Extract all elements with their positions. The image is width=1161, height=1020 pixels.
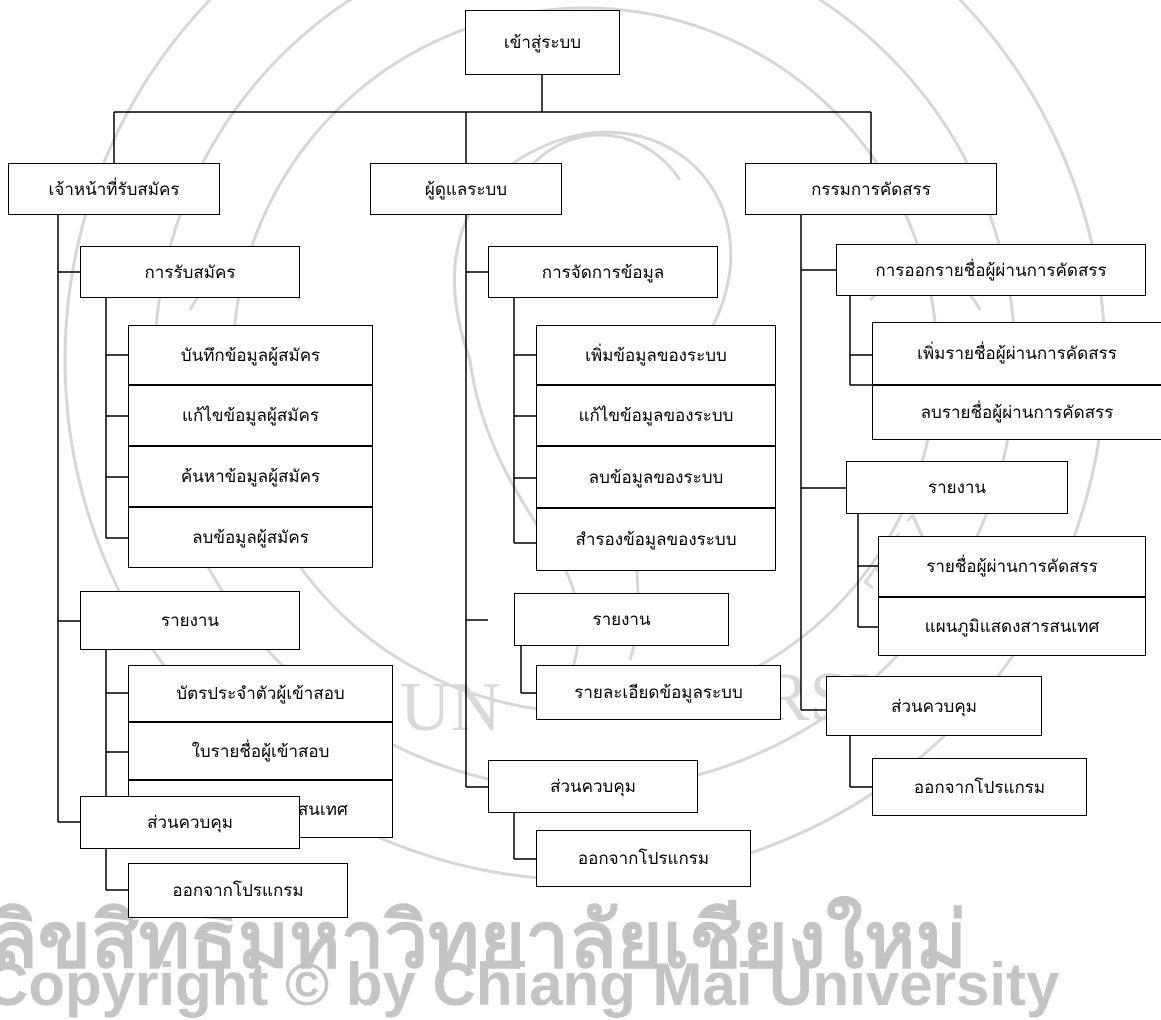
item-node-exit-program: ออกจากโปรแกรม xyxy=(536,830,751,887)
group-node-report: รายงาน xyxy=(80,591,300,650)
root-node-login: เข้าสู่ระบบ xyxy=(465,10,620,75)
group-node-control: ส่วนควบคุม xyxy=(80,796,300,849)
branch-node-selection-committee: กรรมการคัดสรร xyxy=(745,163,997,215)
item-node-add-passed-name: เพิ่มรายชื่อผู้ผ่านการคัดสรร xyxy=(872,322,1161,385)
item-node-delete-applicant: ลบข้อมูลผู้สมัคร xyxy=(128,507,373,568)
group-node-registration: การรับสมัคร xyxy=(80,246,300,298)
item-node-exit-program: ออกจากโปรแกรม xyxy=(128,863,348,918)
group-node-control: ส่วนควบคุม xyxy=(826,676,1042,736)
item-node-exam-name-list: ใบรายชื่อผู้เข้าสอบ xyxy=(128,722,393,780)
watermark-copyright-text: Copyright © by Chiang Mai University xyxy=(0,951,1060,1018)
branch-node-administrator: ผู้ดูแลระบบ xyxy=(370,163,562,215)
group-node-report: รายงาน xyxy=(514,593,729,646)
item-node-add-system-data: เพิ่มข้อมูลของระบบ xyxy=(536,325,776,385)
item-node-backup-system-data: สำรองข้อมูลของระบบ xyxy=(536,508,776,571)
group-node-issue-passed-list: การออกรายชื่อผู้ผ่านการคัดสรร xyxy=(836,244,1146,296)
item-node-delete-system-data: ลบข้อมูลของระบบ xyxy=(536,446,776,508)
item-node-exit-program: ออกจากโปรแกรม xyxy=(872,758,1087,816)
group-node-data-management: การจัดการข้อมูล xyxy=(488,246,718,298)
branch-node-registrar: เจ้าหน้าที่รับสมัคร xyxy=(8,163,220,215)
item-node-edit-system-data: แก้ไขข้อมูลของระบบ xyxy=(536,385,776,446)
item-node-exam-id-card: บัตรประจำตัวผู้เข้าสอบ xyxy=(128,665,393,722)
item-node-save-applicant: บันทึกข้อมูลผู้สมัคร xyxy=(128,325,373,385)
item-node-system-data-detail: รายละเอียดข้อมูลระบบ xyxy=(536,665,781,720)
svg-text:UN: UN xyxy=(400,669,501,746)
item-node-passed-name-list: รายชื่อผู้ผ่านการคัดสรร xyxy=(878,536,1146,597)
item-node-delete-passed-name: ลบรายชื่อผู้ผ่านการคัดสรร xyxy=(872,385,1161,440)
item-node-edit-applicant: แก้ไขข้อมูลผู้สมัคร xyxy=(128,385,373,446)
item-node-search-applicant: ค้นหาข้อมูลผู้สมัคร xyxy=(128,446,373,507)
group-node-report: รายงาน xyxy=(846,461,1068,514)
group-node-control: ส่วนควบคุม xyxy=(488,760,698,813)
item-node-info-chart: แผนภูมิแสดงสารสนเทศ xyxy=(878,597,1146,656)
